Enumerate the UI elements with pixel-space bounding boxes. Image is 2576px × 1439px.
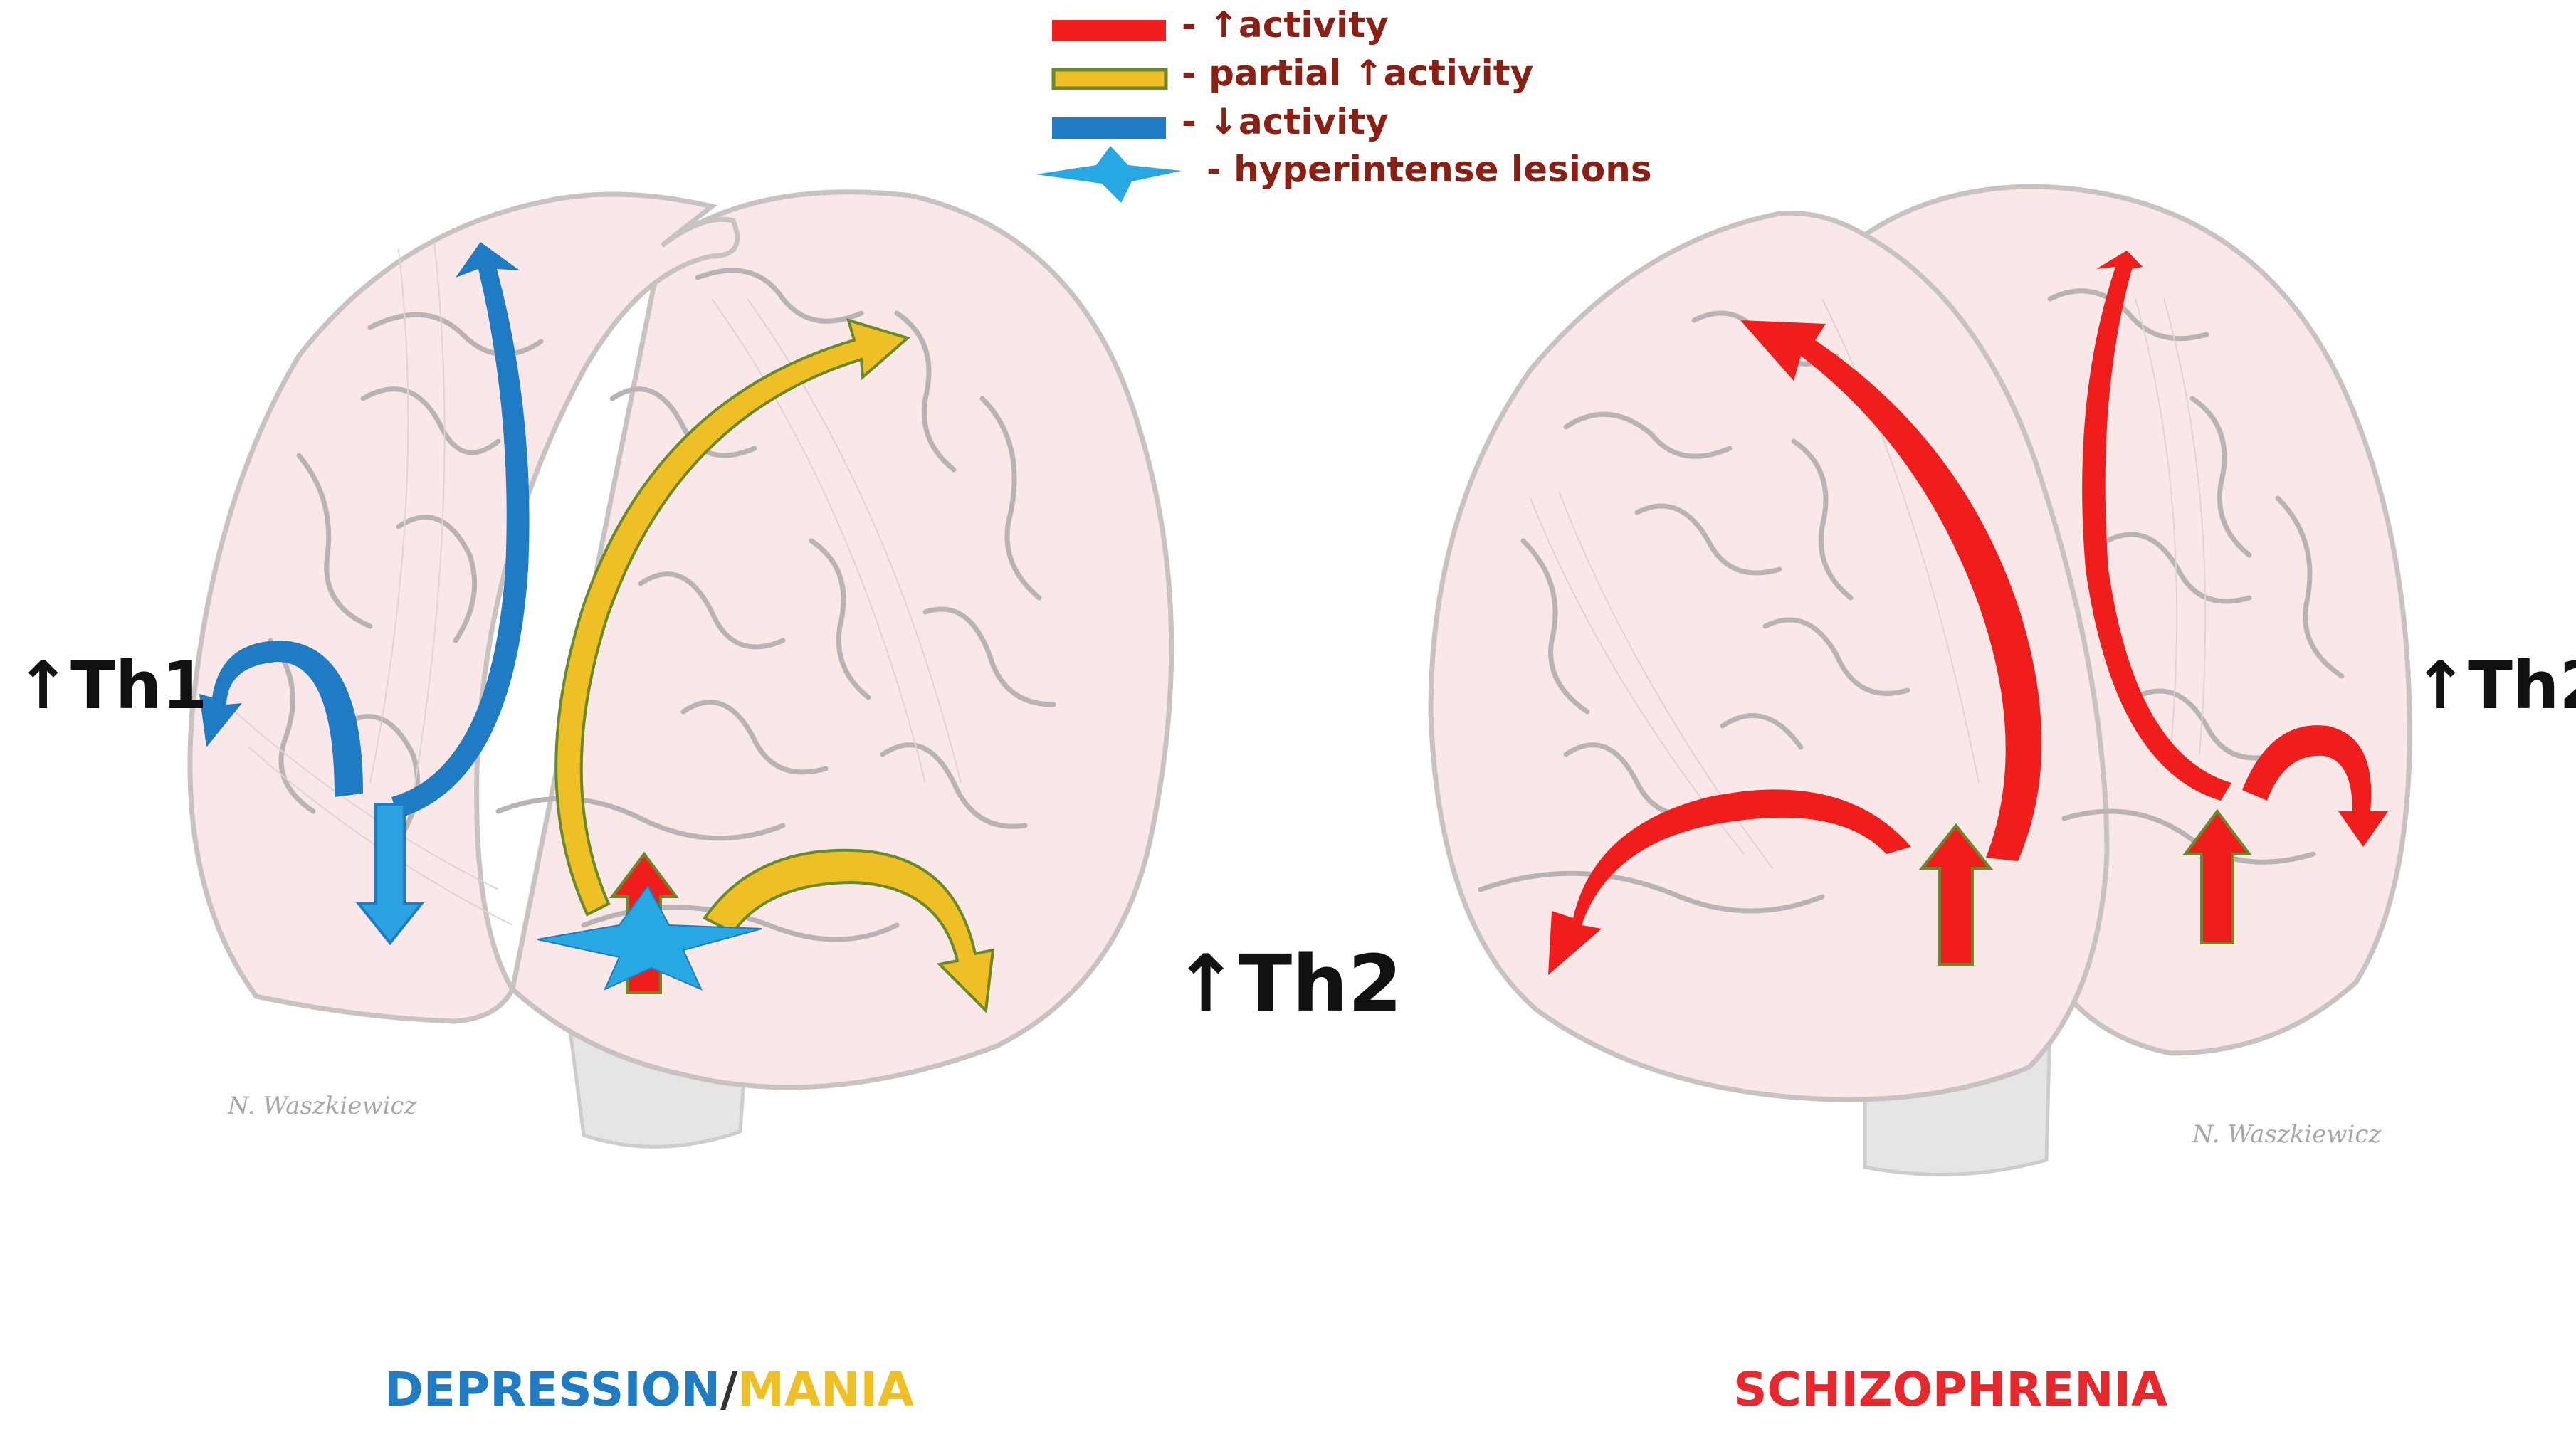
left-decrease-arrow-down	[355, 803, 425, 946]
right-gyrus	[1720, 713, 1804, 750]
right-gyrus	[2189, 396, 2252, 558]
right-gyrus	[1762, 617, 1910, 696]
right-gyrus	[2061, 808, 2316, 865]
left-brain: ↑Th1 ↑Th2 N. Waszkiewicz	[16, 189, 1402, 1149]
left-gyrus	[894, 310, 957, 473]
legend-label-partial: - partial ↑activity	[1182, 53, 1533, 94]
right-increase-arrow-up-2	[2182, 808, 2252, 944]
left-partial-arrow-down	[703, 848, 995, 1014]
right-gyrus	[1478, 870, 1825, 914]
left-gyrus	[979, 396, 1042, 601]
title-schizophrenia: SCHIZOPHRENIA	[1733, 1362, 2167, 1417]
left-gyrus	[922, 606, 1056, 707]
right-gyrus	[2047, 288, 2209, 342]
left-partial-arrow-up	[554, 318, 911, 917]
right-increase-arrow-curl	[2242, 725, 2388, 847]
legend-swatch-partial	[1051, 68, 1168, 90]
left-gyrus	[268, 638, 316, 814]
right-fiber	[1821, 298, 1980, 784]
legend-label-decrease: - ↓activity	[1182, 101, 1389, 142]
title-depression: DEPRESSION	[384, 1362, 720, 1417]
left-fiber	[711, 298, 926, 784]
right-gyrus	[2104, 532, 2252, 604]
left-fiber	[747, 298, 962, 784]
right-gyrus	[1563, 411, 1733, 459]
title-depression-mania: DEPRESSION/MANIA	[384, 1362, 914, 1417]
right-signature: N. Waszkiewicz	[2192, 1120, 2382, 1149]
right-gyrus	[2133, 688, 2281, 761]
legend-swatch-lesion-star-icon	[1036, 146, 1182, 203]
legend: - ↑activity - partial ↑activity - ↓activ…	[1036, 4, 1652, 203]
left-hemisphere-front	[187, 191, 740, 1024]
left-gyrus	[638, 571, 786, 650]
right-increase-arrow-sweep	[1548, 789, 1911, 975]
left-th2-label: ↑Th2	[1173, 938, 1402, 1029]
right-gyrus	[2275, 495, 2345, 679]
title-mania: MANIA	[737, 1362, 914, 1417]
legend-swatch-decrease	[1052, 117, 1166, 139]
right-increase-arrow-up-1	[1918, 823, 1994, 966]
left-th1-label: ↑Th1	[16, 648, 207, 724]
left-fiber	[412, 241, 446, 798]
right-increase-arrow-long-right	[2082, 251, 2231, 801]
left-gyrus	[680, 700, 829, 775]
left-gyrus	[360, 386, 501, 455]
left-gyrus	[609, 386, 757, 458]
right-th2-label: ↑Th2	[2413, 648, 2576, 724]
left-signature: N. Waszkiewicz	[227, 1092, 417, 1120]
bottom-titles: DEPRESSION/MANIA SCHIZOPHRENIA	[384, 1362, 2167, 1417]
left-gyrus	[695, 268, 864, 324]
right-fiber	[2135, 298, 2178, 748]
left-gyrus	[809, 538, 871, 700]
right-fiber	[2163, 298, 2207, 755]
left-lesion-star-icon	[537, 885, 762, 991]
left-gyrus	[339, 714, 421, 843]
left-gyrus	[880, 742, 1028, 829]
left-decrease-arrow-long	[391, 242, 530, 818]
left-fiber	[369, 248, 409, 784]
right-gyrus	[1791, 438, 1854, 601]
left-gyrus	[495, 796, 786, 841]
legend-label-lesion: - hyperintense lesions	[1206, 149, 1652, 190]
legend-label-increase: - ↑activity	[1182, 4, 1389, 46]
left-gyrus	[396, 515, 478, 643]
legend-swatch-increase	[1052, 20, 1166, 41]
right-gyrus	[1520, 538, 1590, 715]
left-gyrus	[296, 453, 373, 629]
left-decrease-arrow-curl	[199, 641, 363, 797]
right-brain: ↑Th2 N. Waszkiewicz	[1428, 184, 2576, 1176]
right-increase-arrow-long-left	[1740, 320, 2042, 861]
right-gyrus	[1634, 503, 1782, 576]
left-fiber	[234, 711, 499, 890]
title-separator: /	[720, 1362, 738, 1417]
